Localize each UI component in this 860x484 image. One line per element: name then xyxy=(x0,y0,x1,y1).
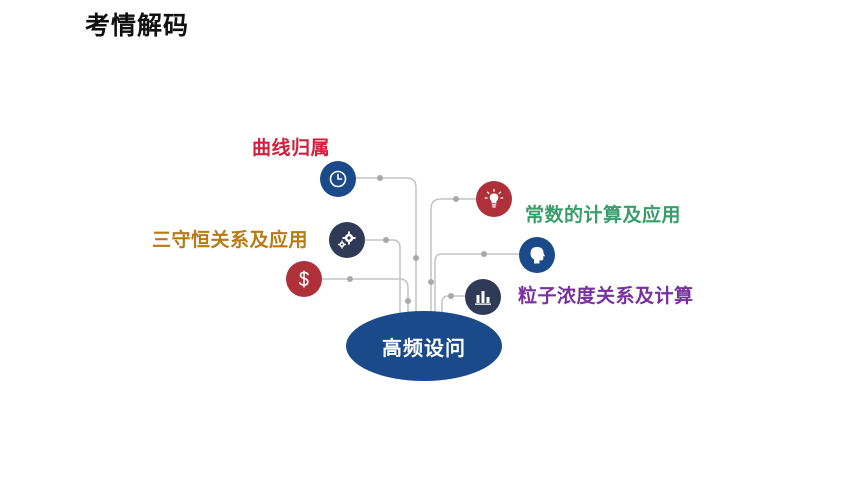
topic-label-conservation: 三守恒关系及应用 xyxy=(152,229,309,251)
connector-gear xyxy=(365,239,401,318)
lightbulb-icon xyxy=(476,181,512,217)
hub-ellipse: 高频设问 xyxy=(346,311,502,381)
connector-head xyxy=(434,253,519,318)
hub-label: 高频设问 xyxy=(382,335,466,360)
connector-dot xyxy=(413,255,419,261)
gear-icon xyxy=(329,222,365,258)
clock-icon xyxy=(320,161,356,197)
connector-dot xyxy=(405,298,411,304)
head-icon xyxy=(519,237,555,273)
connector-dot xyxy=(383,237,389,243)
bar-chart-icon xyxy=(465,279,501,315)
connector-dollar xyxy=(322,278,409,318)
connector-chart xyxy=(441,295,465,318)
page-title: 考情解码 xyxy=(85,11,190,40)
topic-label-curve: 曲线归属 xyxy=(252,137,331,159)
connector-dot xyxy=(347,276,353,282)
connector-dot xyxy=(448,293,454,299)
topic-label-concentration: 粒子浓度关系及计算 xyxy=(518,285,694,307)
connector-bulb xyxy=(430,198,477,318)
connector-dot xyxy=(428,279,434,285)
connector-dot xyxy=(453,196,459,202)
connector-clock xyxy=(355,177,417,318)
topic-label-constant: 常数的计算及应用 xyxy=(525,204,682,226)
dollar-icon xyxy=(286,261,322,297)
connector-dot xyxy=(481,251,487,257)
connector-dot xyxy=(377,175,383,181)
